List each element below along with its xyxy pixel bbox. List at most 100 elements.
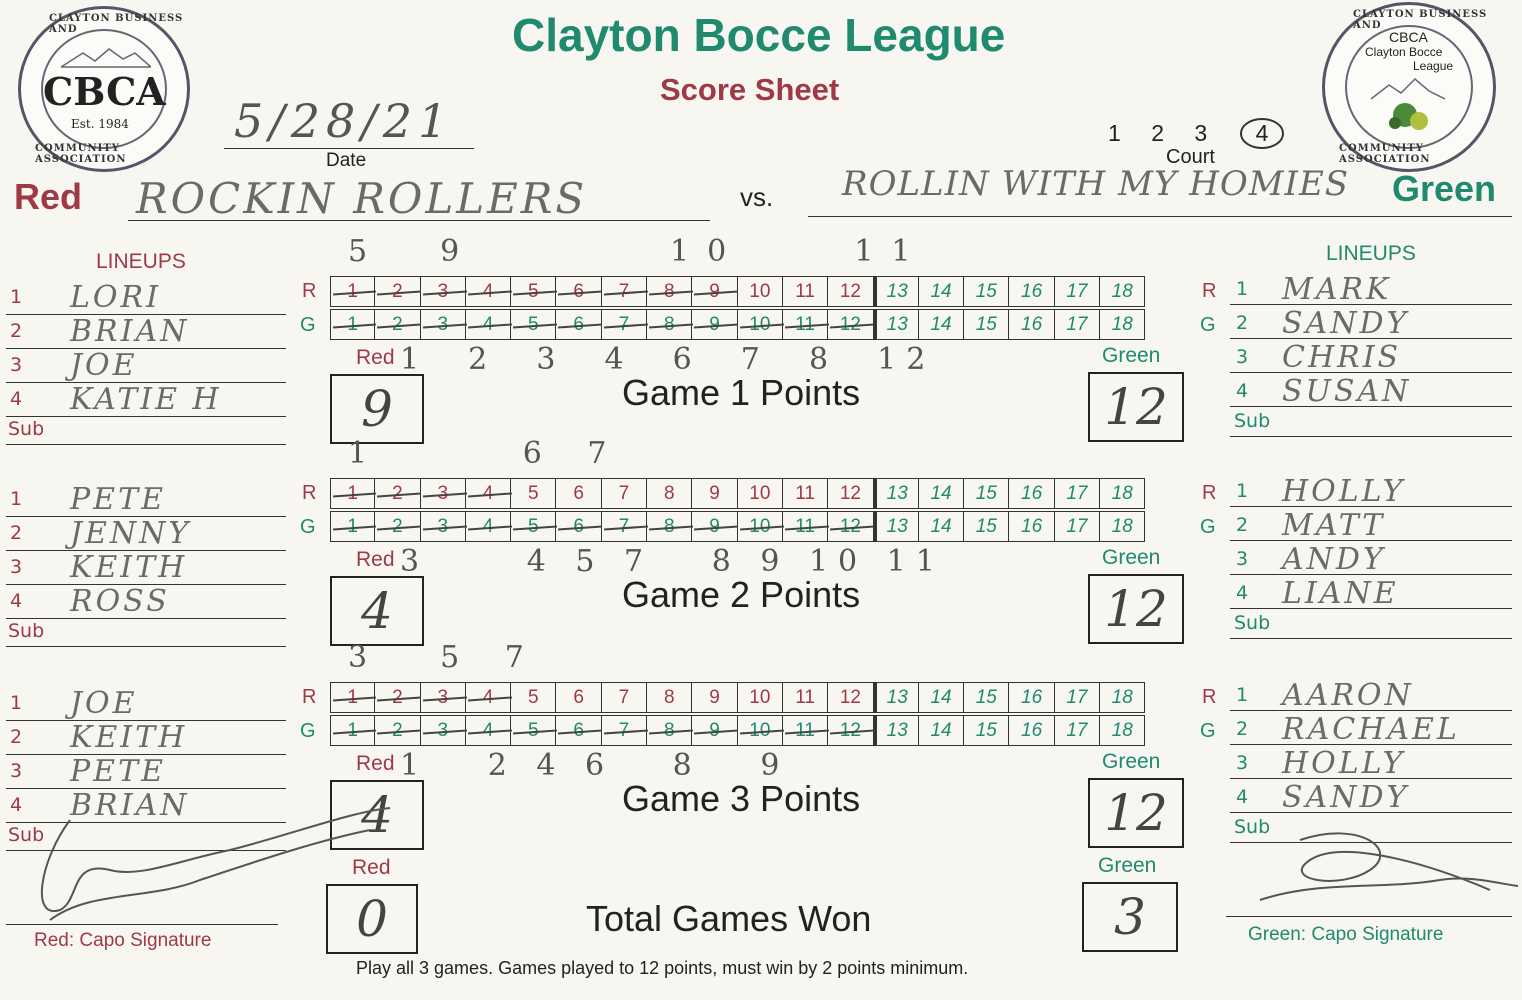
- green-score-cell[interactable]: 3: [420, 309, 466, 340]
- red-lineup-player[interactable]: BRIAN: [70, 788, 190, 823]
- red-score-cell[interactable]: 13: [873, 682, 919, 713]
- game-red-points-box[interactable]: 4: [330, 780, 424, 850]
- green-score-cell[interactable]: 18: [1100, 309, 1146, 340]
- court-1[interactable]: 1: [1108, 120, 1121, 146]
- red-score-cell[interactable]: 10: [737, 682, 783, 713]
- green-lineup-player[interactable]: HOLLY: [1282, 474, 1406, 509]
- green-lineup-player[interactable]: LIANE: [1282, 576, 1399, 611]
- red-score-cell[interactable]: 4: [465, 276, 512, 307]
- green-score-cell[interactable]: 1: [330, 309, 376, 340]
- red-score-cell[interactable]: 4: [465, 478, 512, 509]
- red-lineup-player[interactable]: BRIAN: [70, 314, 190, 349]
- red-score-cell[interactable]: 18: [1100, 682, 1146, 713]
- red-score-cell[interactable]: 15: [964, 276, 1010, 307]
- green-score-cell[interactable]: 2: [375, 715, 421, 746]
- red-score-cell[interactable]: 9: [692, 682, 738, 713]
- green-lineup-player[interactable]: RACHAEL: [1282, 712, 1460, 747]
- green-score-cell[interactable]: 18: [1100, 715, 1146, 746]
- red-score-cell[interactable]: 14: [918, 682, 965, 713]
- green-score-cell[interactable]: 10: [737, 309, 783, 340]
- game-green-points-box[interactable]: 12: [1088, 372, 1184, 442]
- red-score-cell[interactable]: 5: [511, 478, 557, 509]
- court-3[interactable]: 3: [1194, 120, 1208, 146]
- green-score-cell[interactable]: 15: [964, 309, 1010, 340]
- green-score-cell[interactable]: 7: [601, 511, 648, 542]
- red-lineup-player[interactable]: PETE: [70, 754, 166, 789]
- red-lineup-player[interactable]: KEITH: [70, 720, 188, 755]
- red-score-cell[interactable]: 16: [1009, 478, 1055, 509]
- green-score-cell[interactable]: 8: [647, 715, 693, 746]
- green-score-cell[interactable]: 10: [737, 511, 783, 542]
- total-green-box[interactable]: 3: [1082, 882, 1178, 952]
- green-score-cell[interactable]: 5: [511, 715, 557, 746]
- green-score-cell[interactable]: 17: [1054, 511, 1101, 542]
- red-score-cell[interactable]: 15: [964, 682, 1010, 713]
- red-lineup-player[interactable]: KEITH: [70, 550, 188, 585]
- green-score-cell[interactable]: 6: [556, 715, 602, 746]
- red-score-cell[interactable]: 16: [1009, 276, 1055, 307]
- green-score-cell[interactable]: 17: [1054, 309, 1101, 340]
- red-score-cell[interactable]: 7: [601, 682, 648, 713]
- red-score-cell[interactable]: 12: [828, 478, 874, 509]
- green-lineup-player[interactable]: SUSAN: [1282, 374, 1412, 409]
- red-score-cell[interactable]: 10: [737, 276, 783, 307]
- red-score-cell[interactable]: 1: [330, 478, 376, 509]
- green-score-cell[interactable]: 4: [465, 511, 512, 542]
- red-score-cell[interactable]: 2: [375, 276, 421, 307]
- green-lineup-player[interactable]: MARK: [1282, 272, 1392, 307]
- green-score-cell[interactable]: 17: [1054, 715, 1101, 746]
- total-red-box[interactable]: 0: [326, 884, 418, 954]
- red-score-cell[interactable]: 14: [918, 276, 965, 307]
- green-lineup-player[interactable]: CHRIS: [1282, 340, 1402, 375]
- green-score-cell[interactable]: 9: [692, 715, 738, 746]
- red-lineup-player[interactable]: LORI: [70, 280, 161, 315]
- red-score-cell[interactable]: 12: [828, 682, 874, 713]
- green-score-cell[interactable]: 2: [375, 309, 421, 340]
- red-score-cell[interactable]: 16: [1009, 682, 1055, 713]
- green-score-cell[interactable]: 8: [647, 309, 693, 340]
- green-score-cell[interactable]: 12: [828, 511, 874, 542]
- red-score-cell[interactable]: 5: [511, 276, 557, 307]
- red-lineup-player[interactable]: JOE: [70, 686, 138, 721]
- green-score-cell[interactable]: 16: [1009, 715, 1055, 746]
- green-score-cell[interactable]: 1: [330, 715, 376, 746]
- green-score-cell[interactable]: 12: [828, 715, 874, 746]
- green-score-cell[interactable]: 13: [873, 511, 919, 542]
- green-score-cell[interactable]: 9: [692, 511, 738, 542]
- red-score-cell[interactable]: 15: [964, 478, 1010, 509]
- red-score-cell[interactable]: 18: [1100, 478, 1146, 509]
- green-score-cell[interactable]: 9: [692, 309, 738, 340]
- green-score-cell[interactable]: 15: [964, 511, 1010, 542]
- red-score-cell[interactable]: 11: [782, 682, 829, 713]
- green-score-cell[interactable]: 7: [601, 715, 648, 746]
- green-score-cell[interactable]: 11: [782, 511, 829, 542]
- red-lineup-player[interactable]: JOE: [70, 348, 138, 383]
- red-score-cell[interactable]: 13: [873, 276, 919, 307]
- green-score-cell[interactable]: 5: [511, 309, 557, 340]
- red-score-cell[interactable]: 14: [918, 478, 965, 509]
- red-score-cell[interactable]: 3: [420, 276, 466, 307]
- red-score-cell[interactable]: 18: [1100, 276, 1146, 307]
- red-score-cell[interactable]: 17: [1054, 682, 1101, 713]
- red-score-cell[interactable]: 8: [647, 682, 693, 713]
- green-score-cell[interactable]: 4: [465, 309, 512, 340]
- red-score-cell[interactable]: 6: [556, 478, 602, 509]
- green-score-cell[interactable]: 14: [918, 309, 965, 340]
- red-lineup-player[interactable]: KATIE H: [70, 382, 222, 417]
- court-4-selected[interactable]: 4: [1239, 118, 1285, 149]
- red-score-cell[interactable]: 7: [601, 276, 648, 307]
- green-score-cell[interactable]: 16: [1009, 309, 1055, 340]
- red-score-cell[interactable]: 1: [330, 276, 376, 307]
- green-score-cell[interactable]: 10: [737, 715, 783, 746]
- green-lineup-player[interactable]: AARON: [1282, 678, 1414, 713]
- red-score-cell[interactable]: 12: [828, 276, 874, 307]
- green-score-cell[interactable]: 5: [511, 511, 557, 542]
- green-score-cell[interactable]: 13: [873, 309, 919, 340]
- red-lineup-player[interactable]: ROSS: [70, 584, 170, 619]
- red-score-cell[interactable]: 7: [601, 478, 648, 509]
- green-score-cell[interactable]: 16: [1009, 511, 1055, 542]
- green-score-cell[interactable]: 15: [964, 715, 1010, 746]
- red-score-cell[interactable]: 2: [375, 478, 421, 509]
- red-score-cell[interactable]: 11: [782, 276, 829, 307]
- green-lineup-player[interactable]: SANDY: [1282, 306, 1410, 341]
